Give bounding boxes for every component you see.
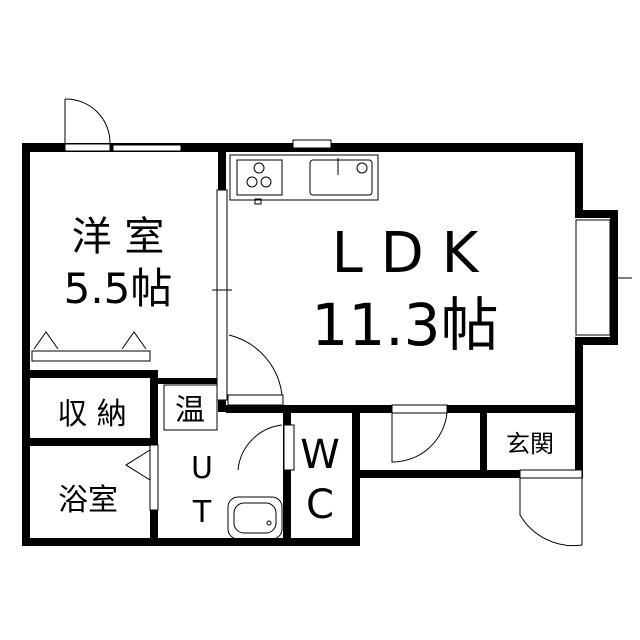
bathroom-label: 浴室 (58, 483, 118, 518)
washbasin-icon (227, 496, 283, 540)
western-room-name: 洋 室 (72, 214, 165, 260)
stove-icon (236, 159, 283, 196)
labels: 洋 室 5.5帖 L D K 11.3帖 収 納 温 浴室 U T W C 玄関 (57, 214, 554, 530)
utility-label-u: U (191, 451, 213, 486)
doors (31, 98, 583, 547)
ldk-name: L D K (332, 221, 480, 286)
entrance-label: 玄関 (506, 430, 554, 458)
kitchen (229, 154, 379, 205)
water-heater-label: 温 (175, 393, 205, 428)
sink-icon (309, 158, 373, 196)
toilet-label-w: W (300, 432, 340, 478)
storage-label: 収 納 (57, 397, 127, 432)
ldk-size: 11.3帖 (311, 291, 498, 359)
windows (64, 139, 632, 401)
western-room-size: 5.5帖 (64, 264, 173, 313)
water-heater-box (163, 384, 218, 431)
utility-label-t: T (192, 495, 212, 530)
toilet-label-c: C (306, 482, 334, 528)
